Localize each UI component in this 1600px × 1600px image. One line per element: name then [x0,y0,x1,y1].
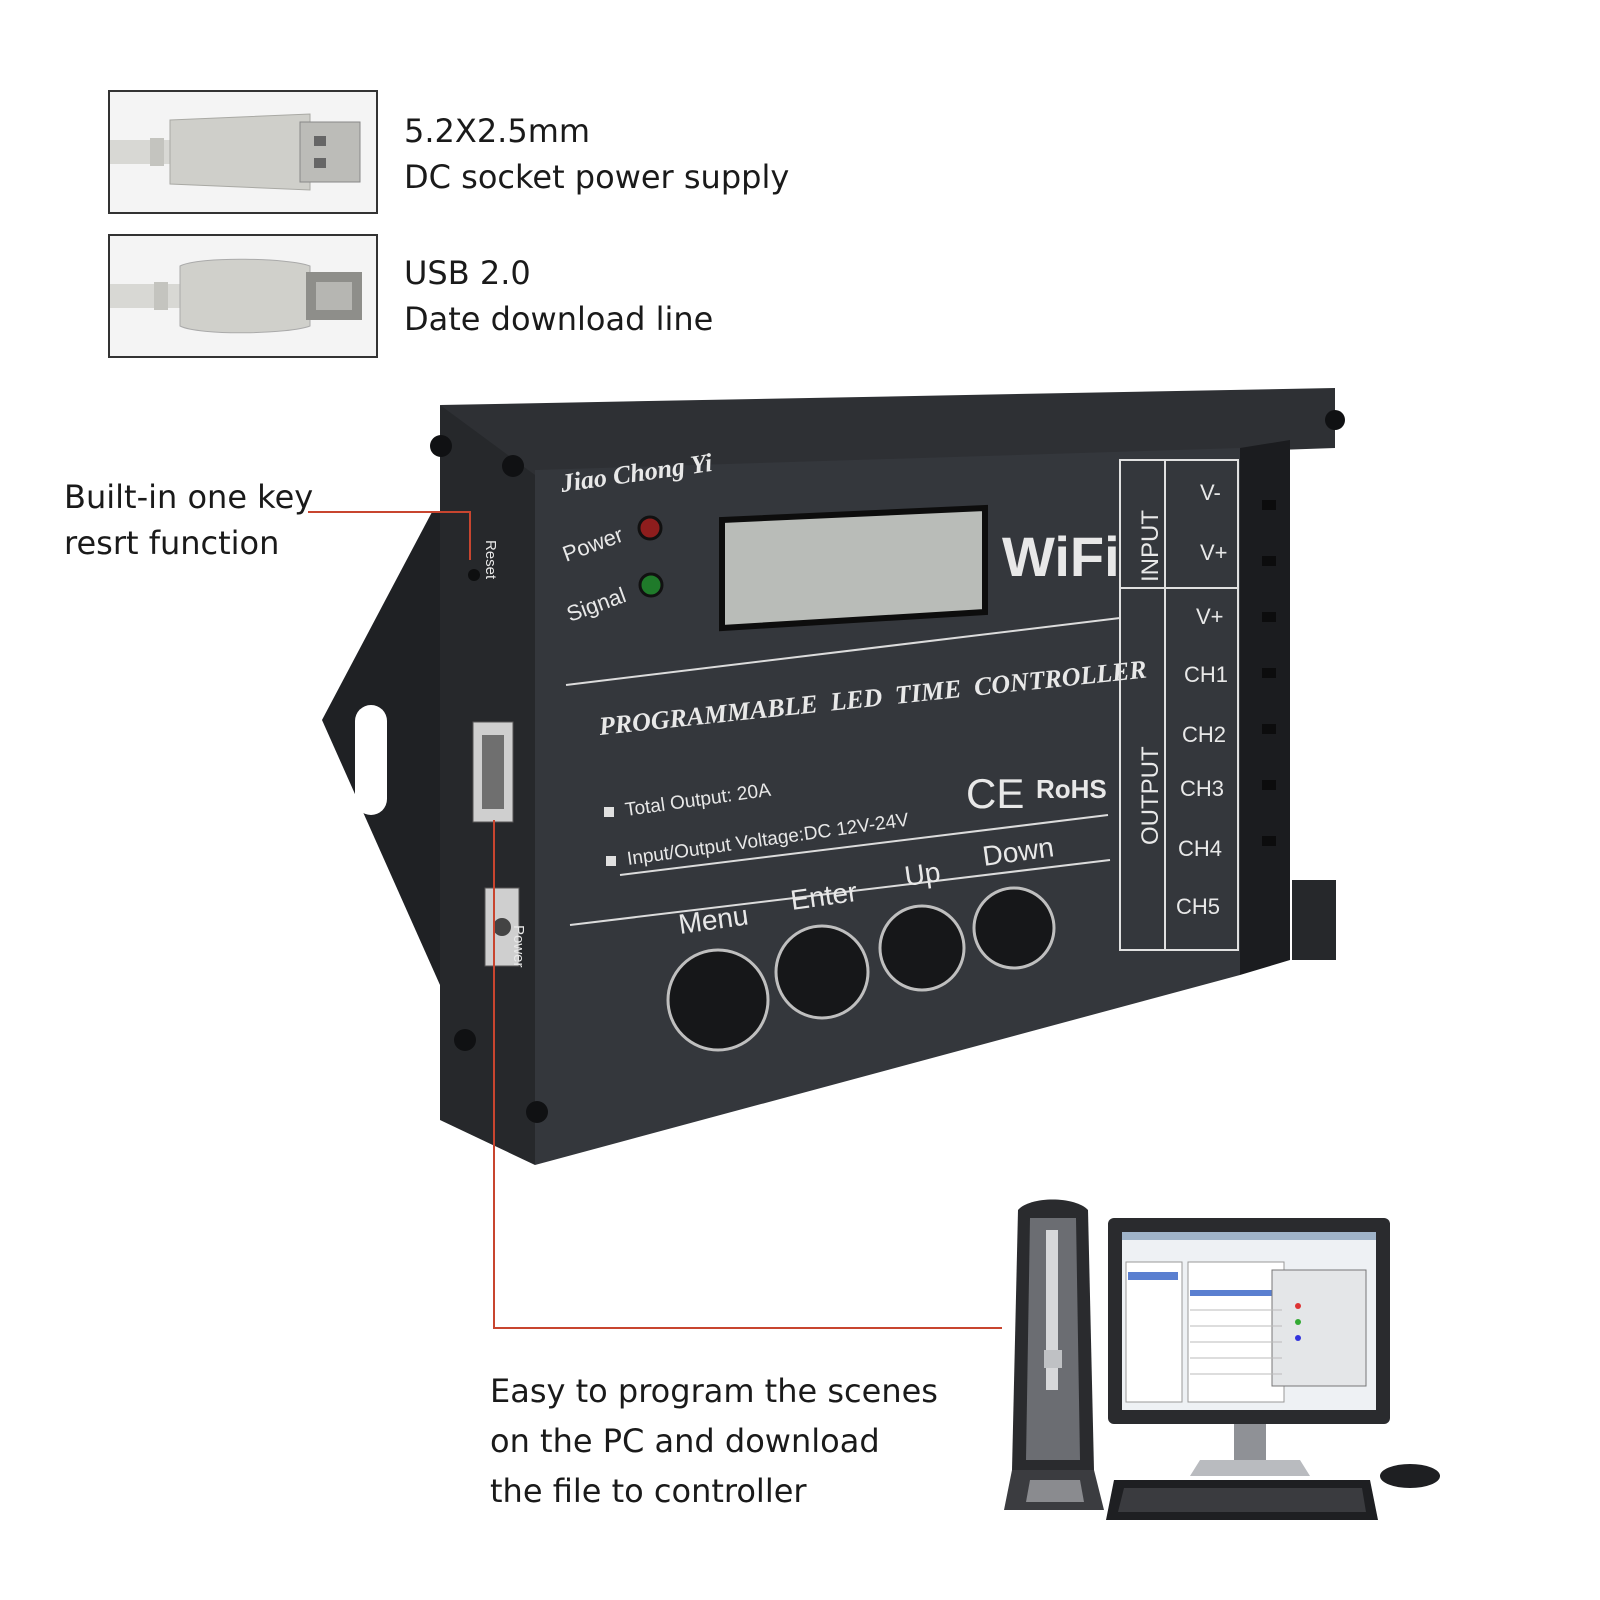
button-up-label: Up [903,856,943,892]
wifi-logo: WiFi [1002,525,1120,588]
terminal-panel [1119,459,1239,951]
mouse-icon [1380,1464,1440,1488]
terminal-v-minus: V- [1200,480,1221,505]
usb-text: USB 2.0 Date download line [404,250,713,342]
screw-4 [526,1101,548,1123]
pc-line2: on the PC and download [490,1422,880,1460]
usb-callout [108,234,378,358]
terminal-pins [1262,500,1276,846]
terminal-v-plus-out: V+ [1196,604,1224,629]
ce-mark: CE [966,770,1024,817]
terminal-input-label: INPUT [1137,510,1164,582]
pc-callout-line [493,820,1002,1329]
terminal-block [1240,440,1290,975]
terminal-output-label: OUTPUT [1137,746,1164,845]
reset-hole [468,569,480,581]
rohs-mark: RoHS [1036,774,1107,804]
terminal-ch4: CH4 [1178,836,1222,861]
dc-socket-line1: 5.2X2.5mm [404,112,591,150]
pc-text: Easy to program the scenes on the PC and… [490,1366,938,1516]
terminal-ch2: CH2 [1182,722,1226,747]
led-signal [638,572,664,598]
screw-3 [454,1029,476,1051]
bracket-slot [355,705,387,815]
pc-line1: Easy to program the scenes [490,1372,938,1410]
screw-2 [502,455,524,477]
monitor-icon [1108,1218,1390,1476]
reset-line1: Built-in one key [64,478,314,516]
side-reset-label: Reset [482,540,499,580]
usb-a-plug-icon [110,113,361,191]
dc-socket-line2: DC socket power supply [404,158,790,196]
button-enter[interactable]: Enter [774,876,870,1020]
mounting-bracket [322,512,470,985]
reset-callout-line [308,511,471,560]
terminal-ch1: CH1 [1184,662,1228,687]
pc-line3: the file to controller [490,1472,807,1510]
dc-socket-text: 5.2X2.5mm DC socket power supply [404,108,789,200]
led-power [637,515,663,541]
reset-line2: resrt function [64,524,280,562]
reset-text: Built-in one key resrt function [64,474,313,566]
dc-socket-callout [108,90,378,214]
lcd-display [719,504,988,632]
usb-line2: Date download line [404,300,714,338]
terminal-ch3: CH3 [1180,776,1224,801]
screw-5 [1325,410,1345,430]
button-up[interactable]: Up [878,856,966,992]
button-down[interactable]: Down [972,831,1056,970]
side-power-label: Power [510,925,527,968]
terminal-ch5: CH5 [1176,894,1220,919]
usb-line1: USB 2.0 [404,254,531,292]
terminal-v-plus-in: V+ [1200,540,1228,565]
pc-tower-icon [1004,1199,1104,1510]
keyboard-icon [1106,1480,1378,1520]
usb-b-plug-icon [110,258,362,334]
screw-1 [430,435,452,457]
